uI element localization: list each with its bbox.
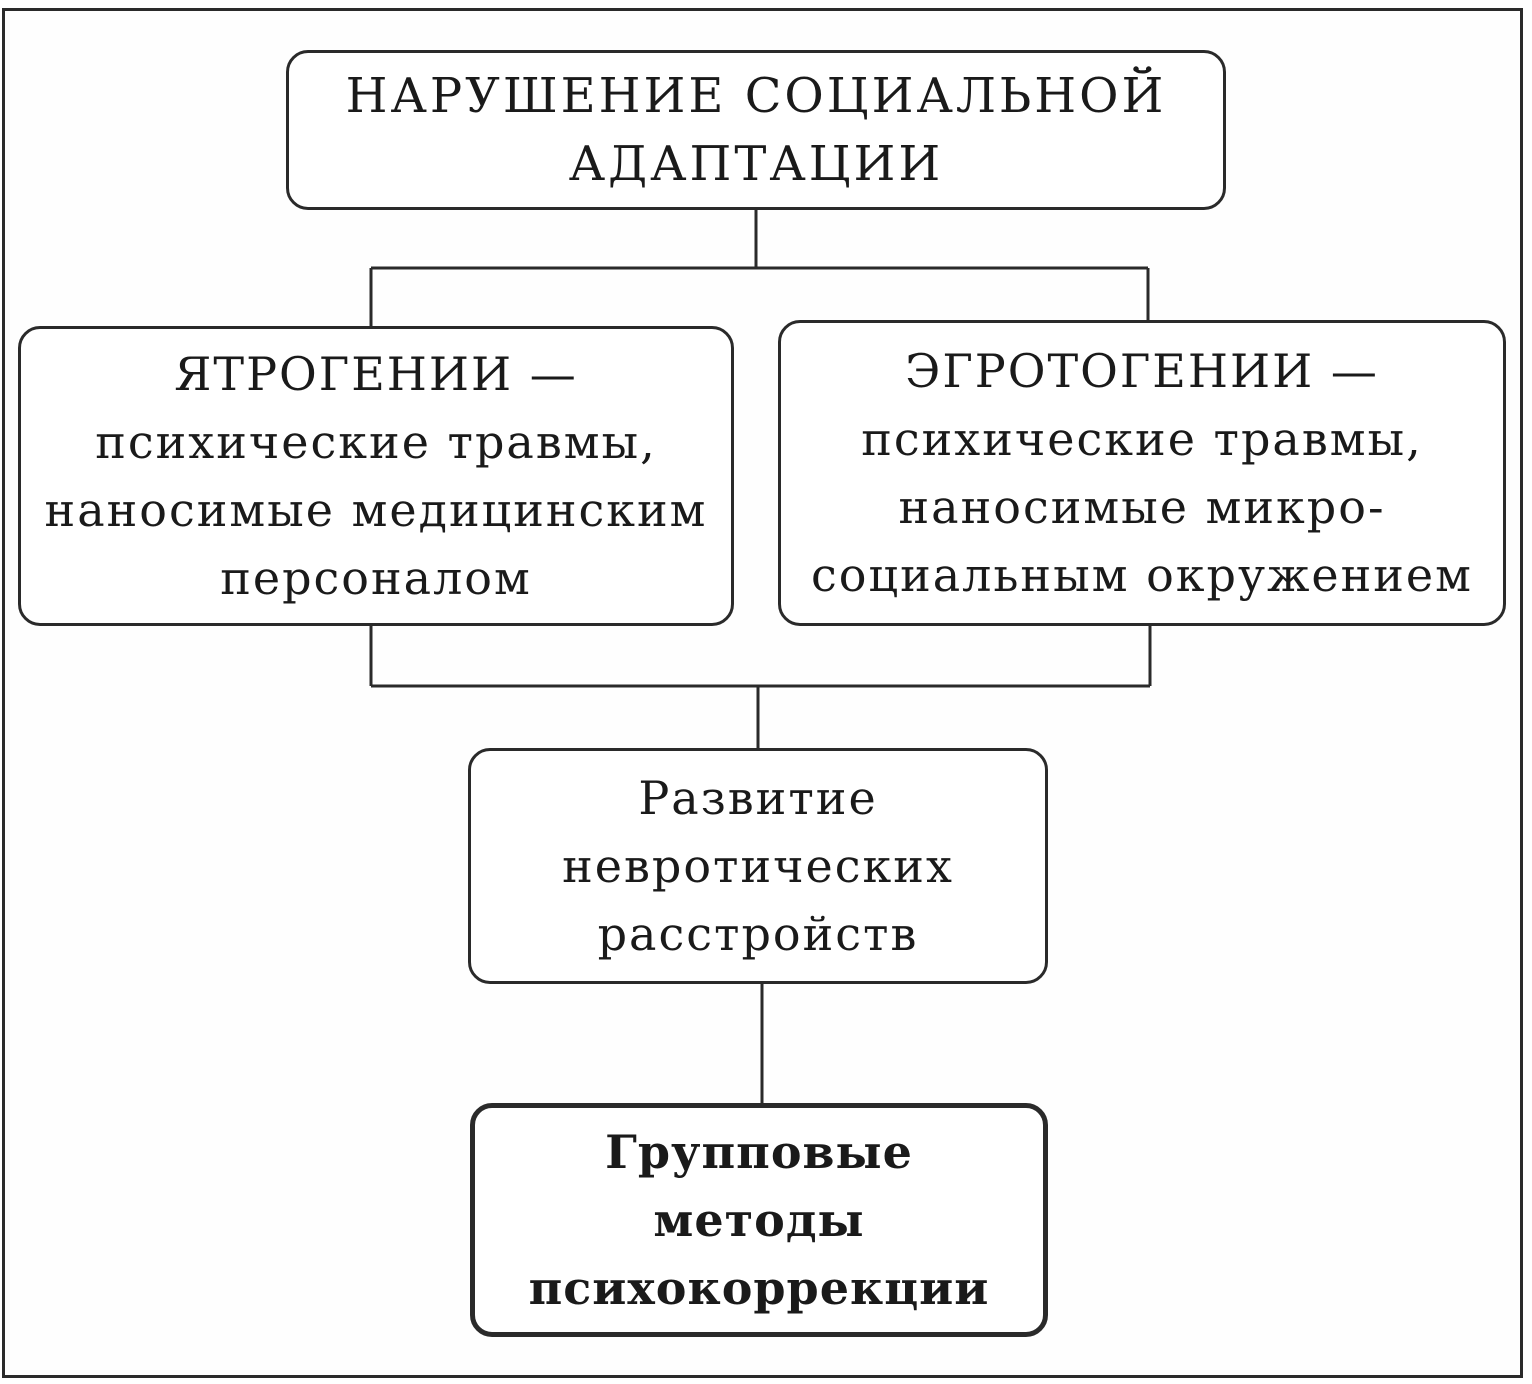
root-line-1: НАРУШЕНИЕ СОЦИАЛЬНОЙ — [345, 68, 1167, 124]
right-line-3: наносимые микро- — [898, 480, 1386, 534]
box-iatrogenies: ЯТРОГЕНИИ — психические травмы, наносимы… — [18, 326, 734, 626]
box-social-adaptation-disorder: НАРУШЕНИЕ СОЦИАЛЬНОЙ АДАПТАЦИИ — [286, 50, 1226, 210]
right-line-2: психические травмы, — [861, 412, 1423, 466]
left-line-3: наносимые медицинским — [44, 483, 708, 537]
middle-line-1: Развитие — [638, 771, 878, 825]
bottom-line-1: Групповые — [605, 1125, 913, 1179]
root-line-2: АДАПТАЦИИ — [568, 136, 944, 192]
left-line-1: ЯТРОГЕНИИ — — [174, 347, 578, 401]
bottom-line-3: психокоррекции — [528, 1261, 990, 1315]
right-line-4: социальным окружением — [811, 548, 1473, 602]
box-group-psychocorrection: Групповые методы психокоррекции — [470, 1103, 1048, 1337]
right-line-1: ЭГРОТОГЕНИИ — — [905, 344, 1379, 398]
left-line-2: психические травмы, — [95, 415, 657, 469]
middle-line-3: расстройств — [597, 907, 919, 961]
left-line-4: персоналом — [220, 551, 532, 605]
box-egrotogenies: ЭГРОТОГЕНИИ — психические травмы, наноси… — [778, 320, 1506, 626]
middle-line-2: невротических — [562, 839, 954, 893]
bottom-line-2: методы — [653, 1193, 865, 1247]
box-neurotic-disorders: Развитие невротических расстройств — [468, 748, 1048, 984]
